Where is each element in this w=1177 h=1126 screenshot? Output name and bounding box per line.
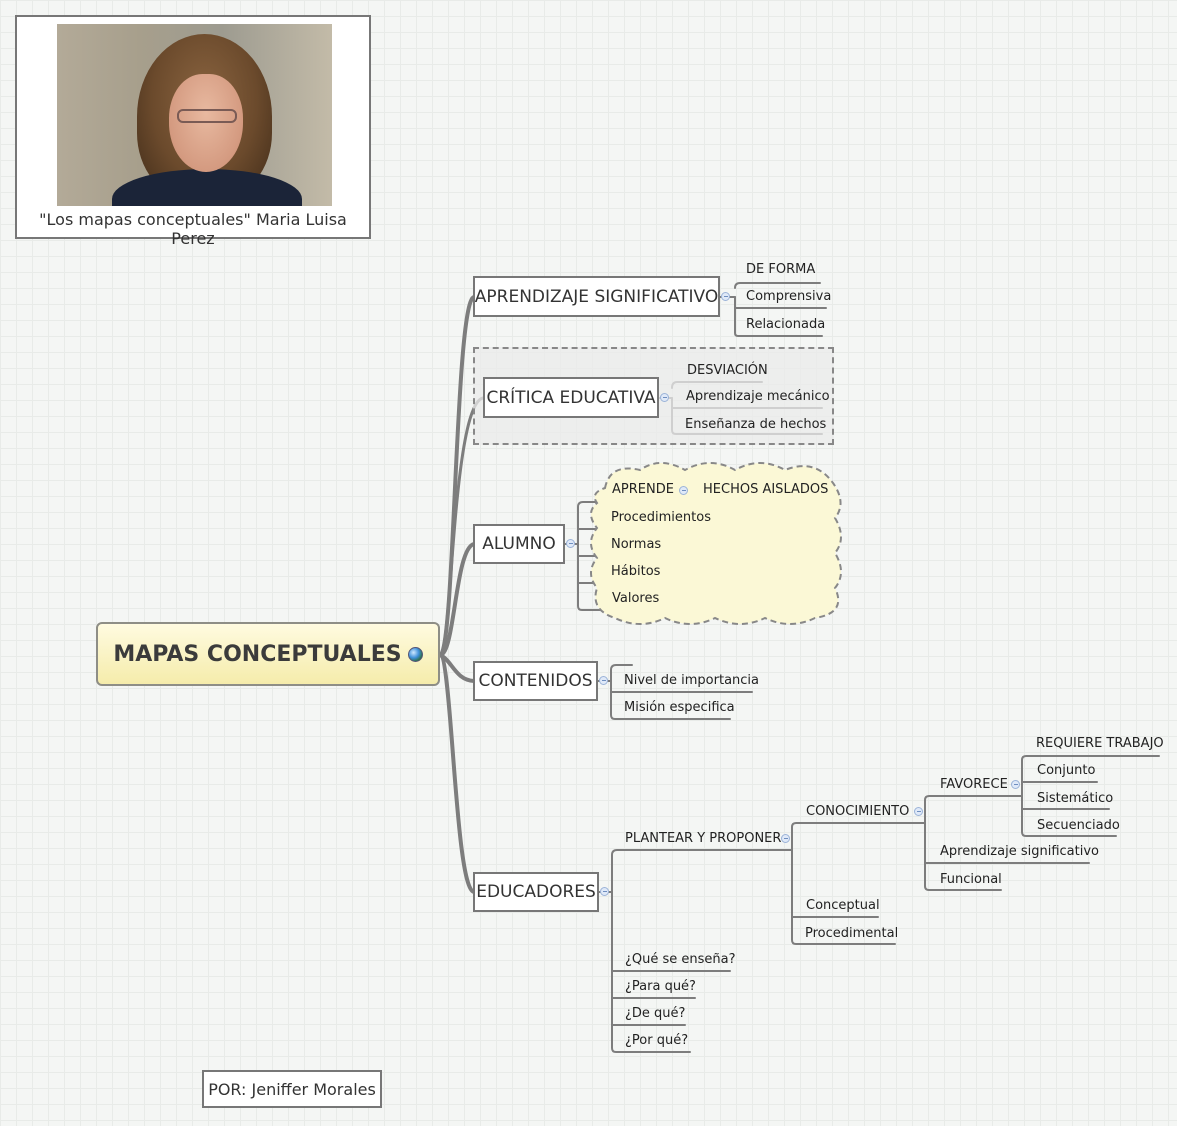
central-topic[interactable]: MAPAS CONCEPTUALES xyxy=(96,622,440,686)
collapse-toggle-icon[interactable] xyxy=(660,393,669,402)
photo-caption: "Los mapas conceptuales" Maria Luisa Per… xyxy=(39,210,347,248)
subtopic-de-que[interactable]: ¿De qué? xyxy=(625,1006,686,1021)
subtopic-relacionada[interactable]: Relacionada xyxy=(746,317,826,332)
subtopic-aprende[interactable]: APRENDE xyxy=(612,482,674,497)
subtopic-procedimental[interactable]: Procedimental xyxy=(805,926,899,941)
subtopic-conocimiento[interactable]: CONOCIMIENTO xyxy=(806,804,910,819)
topic-contenidos[interactable]: CONTENIDOS xyxy=(473,661,598,701)
collapse-toggle-icon[interactable] xyxy=(600,887,609,896)
central-topic-label: MAPAS CONCEPTUALES xyxy=(113,641,402,667)
credit-label: POR: Jeniffer Morales xyxy=(208,1079,376,1099)
topic-label: ALUMNO xyxy=(482,534,556,554)
collapse-toggle-icon[interactable] xyxy=(599,676,608,685)
credit-box[interactable]: POR: Jeniffer Morales xyxy=(202,1070,382,1108)
subtopic-normas[interactable]: Normas xyxy=(611,537,662,552)
topic-educadores[interactable]: EDUCADORES xyxy=(473,872,599,912)
subtopic-sistematico[interactable]: Sistemático xyxy=(1037,791,1114,806)
topic-critica-educativa[interactable]: CRÍTICA EDUCATIVA xyxy=(483,377,659,418)
subtopic-valores[interactable]: Valores xyxy=(612,591,660,606)
subtopic-mision-especifica[interactable]: Misión especifica xyxy=(624,700,735,715)
subtopic-aprendizaje-significativo[interactable]: Aprendizaje significativo xyxy=(940,844,1099,859)
subtopic-favorece[interactable]: FAVORECE xyxy=(940,777,1008,792)
subtopic-ensenanza-de-hechos[interactable]: Enseñanza de hechos xyxy=(685,417,827,432)
photo-card[interactable]: "Los mapas conceptuales" Maria Luisa Per… xyxy=(15,15,371,248)
collapse-toggle-icon[interactable] xyxy=(781,834,790,843)
subtopic-plantear-y-proponer[interactable]: PLANTEAR Y PROPONER xyxy=(625,831,782,846)
topic-alumno[interactable]: ALUMNO xyxy=(473,524,565,564)
subtopic-de-forma[interactable]: DE FORMA xyxy=(746,262,816,277)
topic-label: APRENDIZAJE SIGNIFICATIVO xyxy=(474,286,719,307)
subtopic-que-se-ensena[interactable]: ¿Qué se enseña? xyxy=(625,952,736,967)
subtopic-conjunto[interactable]: Conjunto xyxy=(1037,763,1096,778)
subtopic-requiere-trabajo[interactable]: REQUIERE TRABAJO xyxy=(1036,736,1164,751)
subtopic-conceptual[interactable]: Conceptual xyxy=(806,898,880,913)
alumno-cloud-boundary xyxy=(590,462,842,625)
topic-aprendizaje-significativo[interactable]: APRENDIZAJE SIGNIFICATIVO xyxy=(473,276,720,317)
subtopic-nivel-de-importancia[interactable]: Nivel de importancia xyxy=(624,673,760,688)
collapse-toggle-icon[interactable] xyxy=(1011,780,1020,789)
collapse-toggle-icon[interactable] xyxy=(914,807,923,816)
topic-label: CONTENIDOS xyxy=(478,671,593,691)
topic-label: EDUCADORES xyxy=(476,882,596,902)
subtopic-hechos-aislados[interactable]: HECHOS AISLADOS xyxy=(703,482,829,497)
subtopic-por-que[interactable]: ¿Por qué? xyxy=(625,1033,689,1048)
subtopic-aprendizaje-mecanico[interactable]: Aprendizaje mecánico xyxy=(686,389,830,404)
subtopic-comprensiva[interactable]: Comprensiva xyxy=(746,289,832,304)
collapse-toggle-icon[interactable] xyxy=(679,486,688,495)
subtopic-funcional[interactable]: Funcional xyxy=(940,872,1002,887)
subtopic-secuenciado[interactable]: Secuenciado xyxy=(1037,818,1120,833)
collapse-toggle-icon[interactable] xyxy=(721,292,730,301)
globe-icon xyxy=(407,646,423,662)
subtopic-habitos[interactable]: Hábitos xyxy=(611,564,661,579)
subtopic-para-que[interactable]: ¿Para qué? xyxy=(625,979,696,994)
portrait-photo xyxy=(57,24,332,206)
subtopic-desviacion[interactable]: DESVIACIÓN xyxy=(687,363,768,378)
topic-label: CRÍTICA EDUCATIVA xyxy=(486,387,656,408)
subtopic-procedimientos[interactable]: Procedimientos xyxy=(611,510,711,525)
collapse-toggle-icon[interactable] xyxy=(566,539,575,548)
